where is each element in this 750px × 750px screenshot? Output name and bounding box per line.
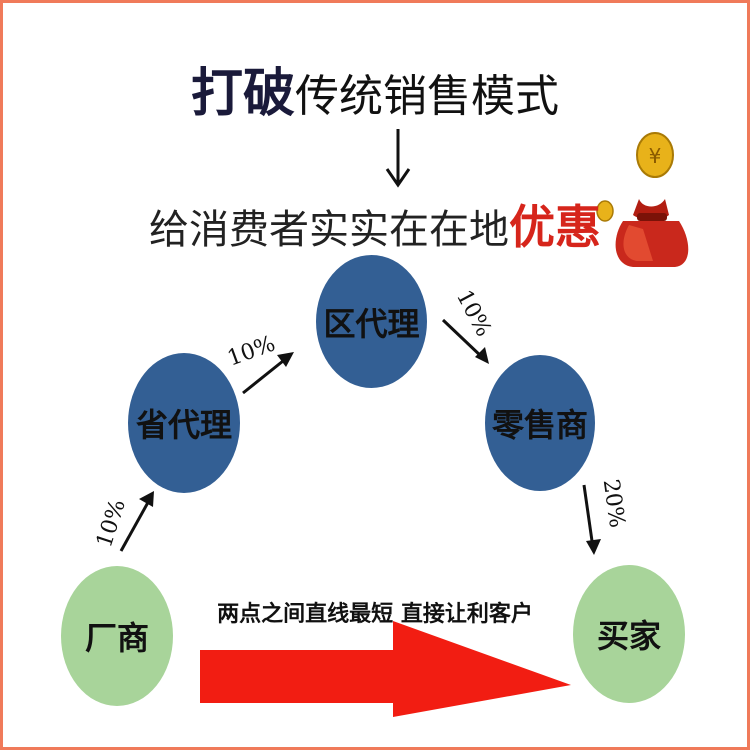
subtitle-main: 给消费者实实在在地 [149,207,509,253]
svg-text:¥: ¥ [649,144,662,168]
node-label: 厂商 [84,619,149,657]
node-label: 买家 [596,617,661,655]
money-bag-icon [615,199,689,267]
page-title: 打破传统销售模式 [3,51,747,126]
subtitle-accent: 优惠 [509,200,601,254]
arrow-provincial-to-district [242,352,294,395]
title-rest: 传统销售模式 [295,71,559,122]
big-red-arrow [200,621,571,717]
node-district-agent: 区代理 [316,255,427,388]
node-label: 区代理 [323,304,420,343]
node-buyer: 买家 [573,565,685,703]
subtitle: 给消费者实实在在地优惠 [3,191,747,257]
node-manufacturer: 厂商 [61,566,173,706]
coin-icon: ¥ [596,132,674,222]
connector-arrows: ¥ [119,129,689,717]
node-provincial-agent: 省代理 [128,353,240,493]
node-label: 零售商 [491,406,588,444]
arrow-manufacturer-to-provincial [119,491,154,552]
node-retailer: 零售商 [485,355,595,491]
node-label: 省代理 [135,406,232,444]
arrow-retailer-to-buyer [582,484,601,555]
arrow-district-to-retailer [441,318,489,364]
down-arrow-icon [385,129,411,188]
title-strong: 打破 [190,63,295,124]
slogan: 两点之间直线最短 直接让利客户 [217,602,533,627]
